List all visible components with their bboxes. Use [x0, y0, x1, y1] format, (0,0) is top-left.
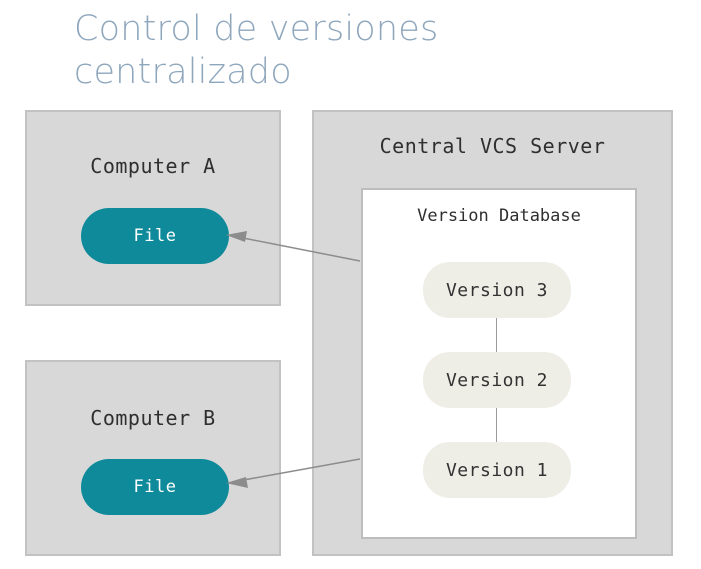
version-3-pill: Version 3: [423, 262, 571, 318]
central-vcs-server-box: Central VCS Server Version Database Vers…: [312, 110, 673, 556]
version-database-label: Version Database: [417, 206, 581, 226]
computer-a-label: Computer A: [90, 154, 216, 178]
computer-a-file: File: [81, 208, 229, 264]
version-database-box: Version Database Version 3 Version 2 Ver…: [361, 188, 637, 539]
version-1-pill: Version 1: [423, 442, 571, 498]
version-2-pill: Version 2: [423, 352, 571, 408]
version-connector-lower: [496, 406, 497, 444]
computer-b-file: File: [81, 459, 229, 515]
computer-b-box: Computer B File: [25, 360, 281, 556]
version-connector-upper: [496, 316, 497, 354]
computer-a-box: Computer A File: [25, 110, 281, 306]
slide-title: Control de versiones centralizado: [74, 9, 439, 92]
computer-b-label: Computer B: [90, 406, 216, 430]
central-vcs-server-label: Central VCS Server: [379, 134, 606, 158]
